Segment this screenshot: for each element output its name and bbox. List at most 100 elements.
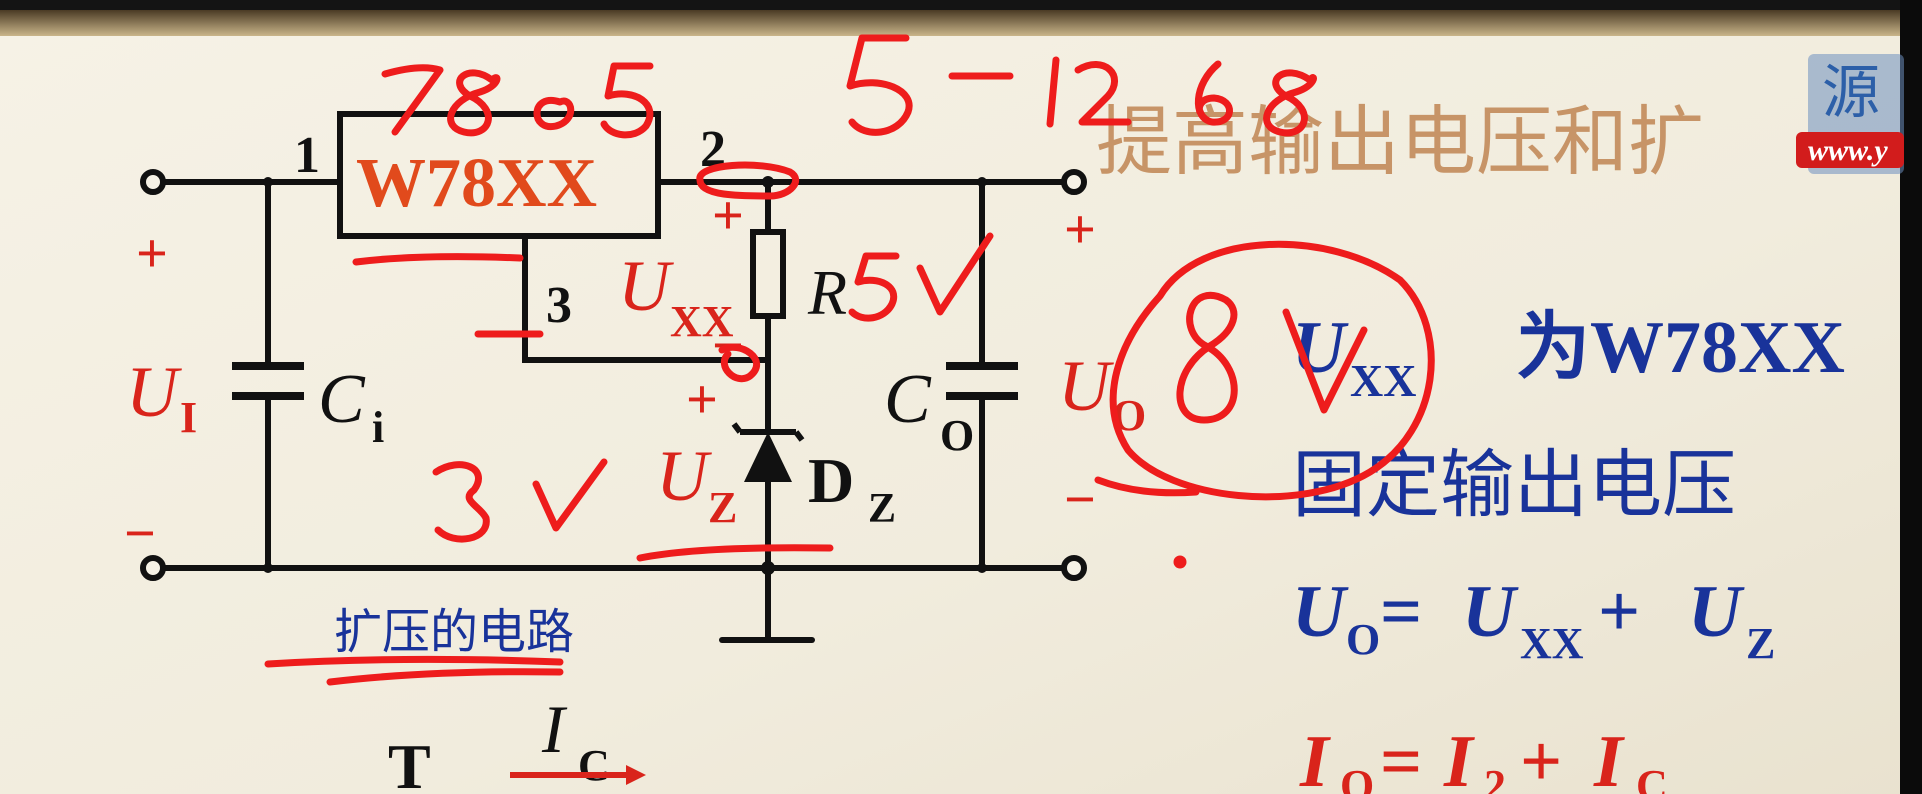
svg-text:=: = [1380, 571, 1422, 653]
pin1-label: 1 [294, 127, 320, 184]
pin3-label: 3 [546, 277, 572, 334]
svg-text:O: O [1340, 761, 1374, 794]
ink-3v-v [532, 458, 608, 532]
ink-series-6 [1195, 60, 1233, 126]
ink-digit-5 [600, 62, 654, 139]
window-right-edge [1900, 0, 1922, 794]
regulator-box [337, 111, 661, 239]
diode-label: D Z [808, 445, 896, 532]
slide-top-band [0, 10, 1922, 36]
transistor-label: T [388, 731, 431, 794]
ink-digit-7 [381, 64, 444, 136]
svg-text:O: O [940, 411, 974, 460]
ink-underline-caption-1 [264, 655, 564, 668]
svg-text:I: I [1443, 721, 1475, 794]
svg-text:O: O [1346, 615, 1380, 664]
watermark-logo: 源 www.y [1796, 54, 1904, 174]
circuit-junctions [263, 176, 987, 575]
svg-text:I: I [541, 691, 568, 767]
circuit-labels: W78XX 1 2 3 [294, 121, 726, 334]
svg-text:U: U [126, 352, 182, 432]
terminal-in-top [140, 169, 166, 195]
slide-title: 提高输出电压和扩 [1096, 97, 1704, 186]
svg-text:D: D [808, 445, 854, 516]
terminal-in-bottom [140, 555, 166, 581]
explanation-line1: U XX 为W78XX [1292, 307, 1845, 406]
explanation-line2: 固定输出电压 [1292, 442, 1736, 528]
ink-digit-0 [533, 96, 575, 131]
svg-text:XX: XX [1350, 355, 1416, 406]
terminal-out-top [1061, 169, 1087, 195]
svg-text:C: C [1636, 761, 1668, 794]
ink-underline-regulator [352, 253, 524, 266]
svg-text:C: C [578, 741, 610, 790]
resistor-label: R [807, 257, 847, 328]
svg-text:2: 2 [1484, 761, 1506, 794]
input-voltage-label: U I [126, 352, 197, 442]
ink-series-1 [1046, 56, 1060, 128]
ink-underline-zener [636, 544, 834, 562]
circuit-caption: 扩压的电路 [334, 604, 574, 660]
ink-8v-v [1282, 308, 1368, 414]
equation-uo: U O = U XX + U Z [1292, 571, 1775, 668]
svg-text:XX: XX [670, 297, 734, 346]
ink-8v-8 [1176, 291, 1238, 424]
ink-dot [1173, 555, 1187, 569]
uxx-label: U XX [618, 246, 734, 346]
handwritten-annotations [264, 34, 1435, 686]
resistor-body [750, 229, 786, 319]
ink-small-loop [718, 343, 760, 382]
regulator-label: W78XX [356, 145, 597, 222]
circuit-terminals [140, 169, 1087, 581]
svg-text:C: C [884, 361, 932, 438]
uz-label: U Z [656, 436, 737, 532]
svg-text:U: U [1292, 571, 1349, 653]
collector-current-label: I C [541, 691, 610, 790]
svg-text:U: U [618, 246, 674, 326]
watermark-text: 源 [1822, 58, 1880, 126]
svg-text:XX: XX [1520, 619, 1584, 668]
svg-text:U: U [656, 436, 712, 516]
svg-text:C: C [318, 361, 366, 438]
ink-circle-tail [1094, 476, 1200, 497]
svg-text:=: = [1380, 721, 1422, 794]
ink-underline-caption-2 [326, 668, 564, 686]
minus-out: − [1064, 469, 1096, 531]
collector-current-arrow [510, 765, 646, 785]
ink-series-8 [1263, 69, 1317, 137]
plus-uz: + [686, 369, 718, 431]
svg-text:I: I [1299, 721, 1331, 794]
plus-in: + [136, 223, 168, 285]
plus-out: + [1064, 199, 1096, 261]
svg-text:U: U [1688, 571, 1745, 653]
watermark-url: www.y [1808, 134, 1888, 167]
equation-io: I O = I 2 + I C [1299, 721, 1668, 794]
svg-text:U: U [1058, 346, 1114, 426]
window-top-border [0, 0, 1922, 10]
svg-text:Z: Z [1746, 619, 1775, 668]
input-capacitor [232, 362, 304, 400]
circuit-diagram [154, 111, 1073, 643]
svg-text:I: I [1593, 721, 1625, 794]
output-cap-label: C O [884, 361, 974, 460]
svg-text:+: + [1520, 721, 1562, 794]
output-capacitor [946, 362, 1018, 400]
explanation-line1-text: 为W78XX [1516, 307, 1845, 389]
ink-series-2 [1074, 61, 1132, 126]
ink-5v-v [916, 232, 994, 316]
ink-5v-5 [848, 252, 900, 322]
svg-text:I: I [180, 393, 197, 442]
zener-diode [731, 422, 805, 482]
svg-text:Z: Z [868, 486, 896, 532]
minus-in: − [124, 503, 156, 565]
svg-text:U: U [1462, 571, 1519, 653]
ink-node-circle [696, 161, 800, 200]
ink-series-5 [846, 34, 913, 136]
input-cap-label: C i [318, 361, 384, 452]
ink-circle-output [1109, 240, 1435, 501]
svg-text:i: i [372, 403, 384, 452]
svg-text:+: + [1598, 571, 1640, 653]
terminal-out-bottom [1061, 555, 1087, 581]
